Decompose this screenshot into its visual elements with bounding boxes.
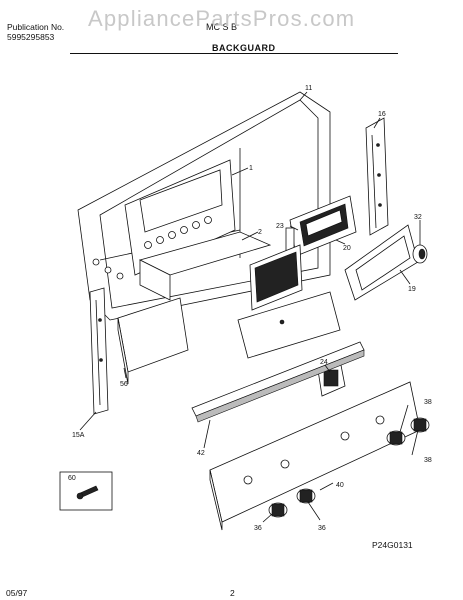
callout-leader-lines <box>79 91 421 523</box>
part-15a-left-bracket <box>89 287 109 415</box>
callout-40: 40 <box>336 482 344 489</box>
footer-page-number: 2 <box>230 588 235 598</box>
callout-2: 2 <box>258 229 262 236</box>
callout-56: 56 <box>120 381 128 388</box>
callout-19: 19 <box>408 286 416 293</box>
part-38-knob-b <box>410 417 430 433</box>
publication-number: 5995295853 <box>7 32 55 42</box>
footer-date: 05/97 <box>6 588 28 598</box>
callout-32: 32 <box>414 214 422 221</box>
part-60-screw-inset <box>59 471 113 511</box>
callout-16: 16 <box>378 111 386 118</box>
part-2-shelf <box>138 231 272 301</box>
callout-36-b: 36 <box>318 525 326 532</box>
header-rule <box>70 53 398 54</box>
callout-38-a: 38 <box>424 399 432 406</box>
callout-38-b: 38 <box>424 457 432 464</box>
publication-label: Publication No. <box>7 22 65 32</box>
part-32-knob <box>412 244 428 264</box>
part-36-knob-a <box>268 502 288 518</box>
part-36-knob-b <box>296 488 316 504</box>
part-56-left-cover <box>117 297 189 385</box>
trim-strip <box>237 291 341 359</box>
part-23-clock-control <box>285 195 357 257</box>
callout-24: 24 <box>320 359 328 366</box>
callout-42: 42 <box>197 450 205 457</box>
callout-36-a: 36 <box>254 525 262 532</box>
part-38-knob-a <box>386 430 406 446</box>
watermark: AppliancePartsPros.com <box>88 6 356 31</box>
figure-code: P24G0131 <box>372 540 413 550</box>
callout-20: 20 <box>343 245 351 252</box>
part-16-right-bracket <box>365 117 389 236</box>
callout-23: 23 <box>276 223 284 230</box>
callout-15a: 15A <box>72 432 85 439</box>
part-42-lower-rail <box>191 341 365 423</box>
callout-labels: 11 1 16 2 23 20 32 19 24 56 15A 42 38 38… <box>68 85 432 532</box>
part-1-vent-panel <box>124 159 236 276</box>
middle-insert-panel <box>249 244 303 311</box>
section-title: BACKGUARD <box>212 43 276 53</box>
model-number: MC S B <box>206 22 238 32</box>
callout-11: 11 <box>305 85 312 92</box>
callout-1: 1 <box>249 165 253 172</box>
callout-60: 60 <box>68 475 76 482</box>
